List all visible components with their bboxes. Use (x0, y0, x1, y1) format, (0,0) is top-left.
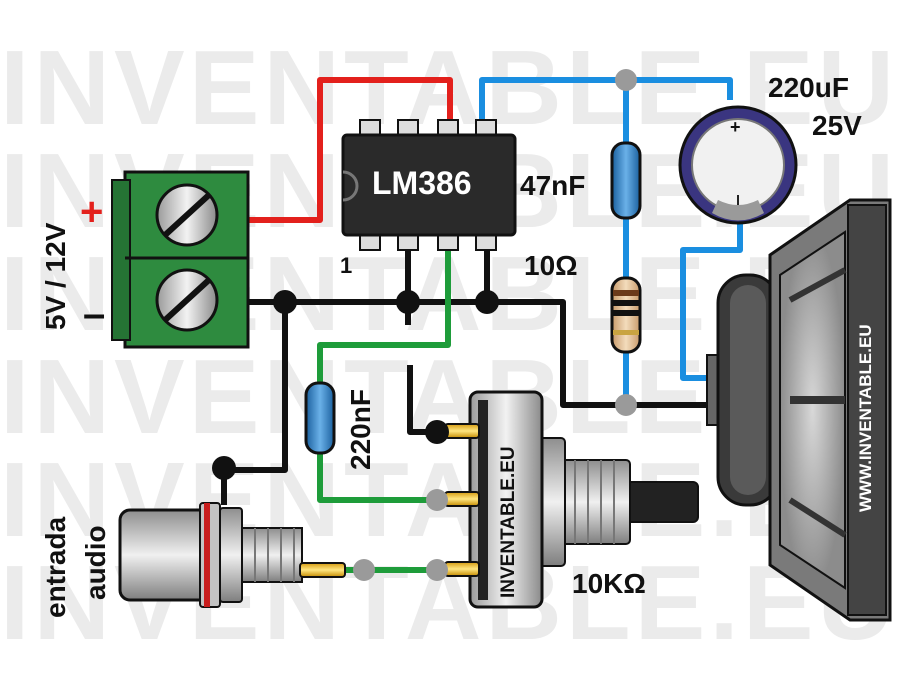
blue-wire-speaker (680, 215, 743, 381)
rca-audio-jack (118, 502, 346, 608)
red-wire (245, 77, 453, 223)
capacitor-47nf-label: 47nF (520, 170, 586, 201)
potentiometer-label: 10KΩ (572, 568, 646, 599)
capacitor-47nf (610, 141, 642, 220)
ic-label: LM386 (372, 165, 472, 201)
supply-voltage-label: 5V / 12V (40, 222, 71, 330)
potentiometer-brand-text: INVENTABLE.EU (498, 446, 519, 598)
screw-terminal (111, 170, 250, 349)
ground-speaker (484, 250, 712, 408)
capacitor-220uf (678, 105, 798, 225)
ground-jack (221, 302, 288, 505)
blue-wire-top (479, 77, 733, 127)
green-wire-input (317, 250, 462, 503)
capacitor-220uf-voltage-label: 25V (812, 110, 862, 141)
audio-input-label-line2: audio (80, 525, 111, 600)
speaker-brand-text: WWW.INVENTABLE.EU (856, 324, 875, 512)
pin1-label: 1 (340, 253, 353, 278)
potentiometer-10k (444, 390, 699, 609)
speaker (706, 198, 892, 622)
audio-input-label-line1: entrada (40, 516, 71, 618)
junction-dots (212, 69, 637, 581)
supply-minus-sign: – (83, 292, 106, 336)
capacitor-220nf-label: 220nF (345, 389, 376, 470)
capacitor-220uf-value-label: 220uF (768, 72, 849, 103)
capacitor-220nf (304, 381, 336, 455)
lm386-chip (341, 119, 517, 251)
supply-plus-sign: + (80, 190, 104, 234)
resistor-10ohm-label: 10Ω (524, 250, 578, 281)
capacitor-polarity-plus: + (730, 117, 741, 137)
resistor-10ohm (610, 276, 642, 354)
